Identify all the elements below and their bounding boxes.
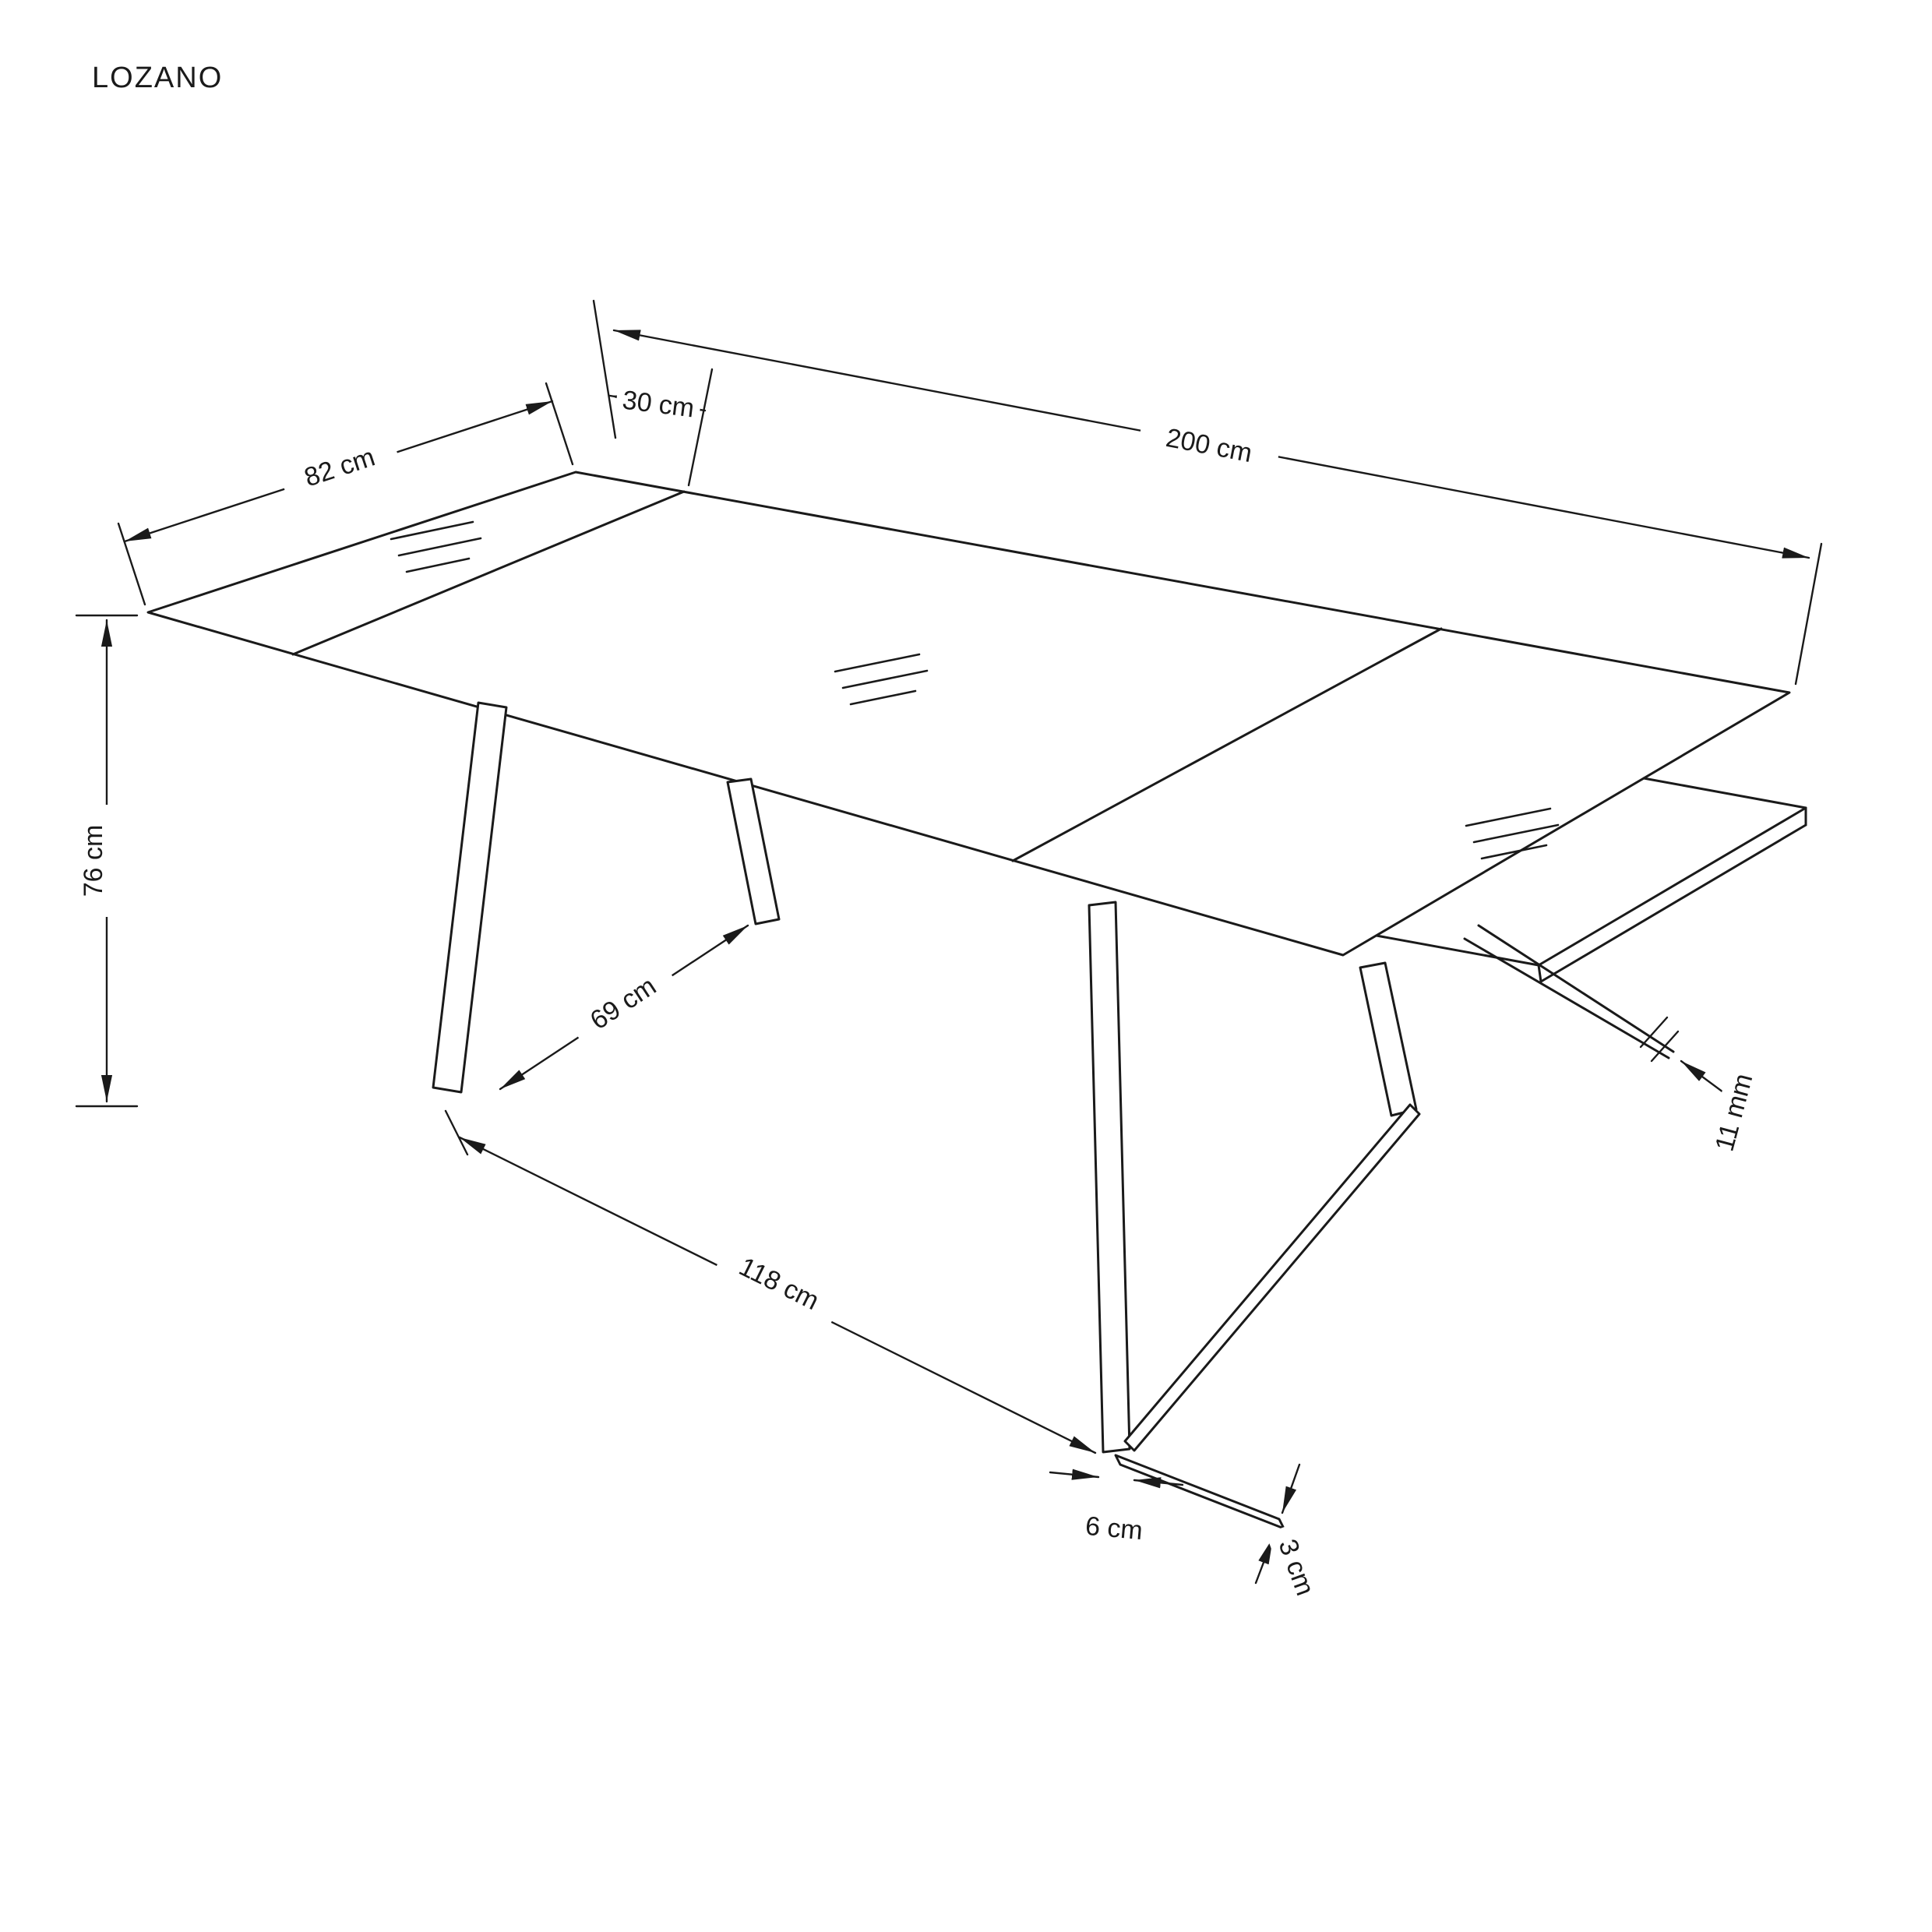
dim-label-69cm: 69 cm <box>585 971 661 1036</box>
table-legs <box>432 701 1421 1530</box>
leg-right-brace <box>1123 1103 1421 1452</box>
dim-label-30cm: 30 cm <box>621 385 696 423</box>
glass-hatch-center <box>834 653 929 706</box>
leg-back-left <box>726 777 781 925</box>
dim-label-6cm: 6 cm <box>1084 1511 1144 1546</box>
dim-inner-span: 69 cm <box>499 924 749 1091</box>
leg-front-right <box>1088 901 1131 1454</box>
dim-height: 76 cm <box>75 614 139 1108</box>
page-title: LOZANO <box>92 62 223 94</box>
leg-back-right <box>1359 961 1418 1117</box>
tabletop-surface <box>146 471 1791 957</box>
dim-length: 200 cm <box>592 299 1823 686</box>
dim-top-thickness: 11 mm <box>1639 1016 1765 1169</box>
dim-extension: 30 cm <box>608 368 714 487</box>
leaf-section-line <box>1011 627 1443 862</box>
left-section-line <box>291 490 686 656</box>
dim-label-118cm: 118 cm <box>735 1252 824 1316</box>
dim-outer-span: 118 cm <box>444 1109 1097 1454</box>
glass-hatch-leaf <box>1465 807 1560 860</box>
tabletop <box>146 471 1807 1059</box>
dim-foot-depth: 3 cm <box>1254 1463 1327 1613</box>
extension-leaf <box>1375 777 1807 1059</box>
leg-front-left <box>432 701 508 1094</box>
dim-label-76cm: 76 cm <box>79 825 108 897</box>
dim-depth: 82 cm <box>117 382 574 606</box>
dim-foot-width: 6 cm <box>1049 1468 1184 1549</box>
